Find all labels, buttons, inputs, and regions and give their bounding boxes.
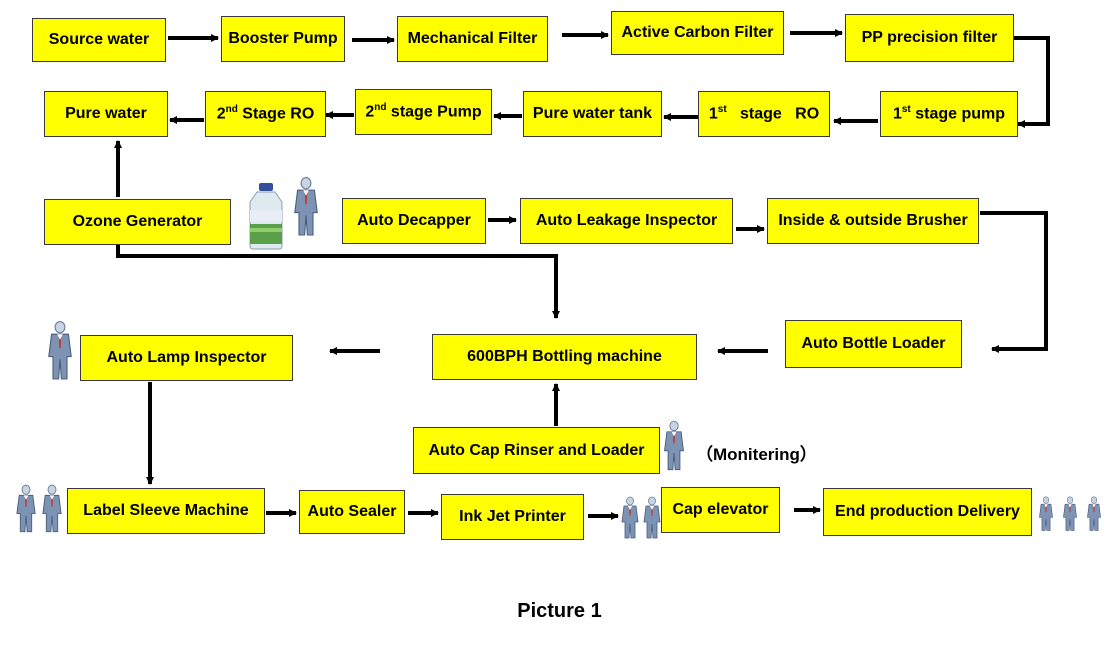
node-label: 600BPH Bottling machine <box>467 348 662 365</box>
node-label: Active Carbon Filter <box>621 24 774 41</box>
arrow-brusher-to-bottle-loader <box>980 211 1048 353</box>
node-label: PP precision filter <box>861 29 998 46</box>
node-first-stage-ro: 1st stage RO <box>698 91 830 137</box>
node-label: Auto Decapper <box>357 212 471 229</box>
node-booster-pump: Booster Pump <box>221 16 345 62</box>
node-auto-decapper: Auto Decapper <box>342 198 486 244</box>
worker-figure-icon <box>1039 496 1053 531</box>
node-auto-lamp-inspector: Auto Lamp Inspector <box>80 335 293 381</box>
worker-figure-icon <box>664 420 684 471</box>
node-label: Auto Cap Rinser and Loader <box>428 441 645 459</box>
node-cap-elevator: Cap elevator <box>661 487 780 533</box>
node-ozone-generator: Ozone Generator <box>44 199 231 245</box>
node-label: Cap elevator <box>672 501 769 518</box>
node-active-carbon-filter: Active Carbon Filter <box>611 11 784 55</box>
worker-figure-icon <box>48 321 72 380</box>
node-mechanical-filter: Mechanical Filter <box>397 16 548 62</box>
node-first-stage-pump: 1st stage pump <box>880 91 1018 137</box>
arrow-ozone-to-bottling <box>116 244 560 319</box>
node-auto-cap-rinser-loader: Auto Cap Rinser and Loader <box>413 427 660 474</box>
node-label: Auto Sealer <box>307 503 397 520</box>
node-label: Auto Lamp Inspector <box>106 349 267 366</box>
worker-figure-icon <box>1063 496 1077 531</box>
node-label-sleeve-machine: Label Sleeve Machine <box>67 488 265 534</box>
node-end-production-delivery: End production Delivery <box>823 488 1032 536</box>
node-label: Label Sleeve Machine <box>83 502 249 519</box>
node-label: 2nd stage Pump <box>365 102 482 121</box>
worker-figure-icon <box>621 496 639 539</box>
node-label: Pure water tank <box>532 105 653 122</box>
water-bottle-icon <box>249 183 283 250</box>
node-label: Source water <box>48 31 150 48</box>
node-second-stage-pump: 2nd stage Pump <box>355 89 492 135</box>
node-label: 1st stage pump <box>892 104 1006 123</box>
node-pure-water-tank: Pure water tank <box>523 91 662 137</box>
node-label: 2nd Stage RO <box>216 104 315 123</box>
node-inside-outside-brusher: Inside & outside Brusher <box>767 198 979 244</box>
worker-figure-icon <box>294 177 318 236</box>
figure-caption: Picture 1 <box>517 600 602 622</box>
monitoring-note: （Monitering） <box>696 445 817 464</box>
node-label: Booster Pump <box>228 30 338 47</box>
node-auto-sealer: Auto Sealer <box>299 490 405 534</box>
node-bottling-machine: 600BPH Bottling machine <box>432 334 697 380</box>
node-label: Auto Bottle Loader <box>801 335 946 352</box>
node-pp-precision-filter: PP precision filter <box>845 14 1014 62</box>
node-label: 1st stage RO <box>708 104 820 123</box>
arrow-pp-to-first-pump <box>1014 36 1050 128</box>
worker-figure-icon <box>16 484 36 533</box>
node-second-stage-ro: 2nd Stage RO <box>205 91 326 137</box>
node-label: End production Delivery <box>835 503 1020 520</box>
node-label: Ozone Generator <box>72 213 203 230</box>
node-label: Pure water <box>65 105 147 122</box>
node-label: Auto Leakage Inspector <box>535 212 718 229</box>
node-label: Mechanical Filter <box>407 30 538 47</box>
node-auto-bottle-loader: Auto Bottle Loader <box>785 320 962 368</box>
node-pure-water: Pure water <box>44 91 168 137</box>
worker-figure-icon <box>42 484 62 533</box>
node-ink-jet-printer: Ink Jet Printer <box>441 494 584 540</box>
node-label: Ink Jet Printer <box>459 508 566 525</box>
worker-figure-icon <box>643 496 661 539</box>
node-label: Inside & outside Brusher <box>778 212 968 229</box>
node-source-water: Source water <box>32 18 166 62</box>
worker-figure-icon <box>1087 496 1101 531</box>
node-auto-leakage-inspector: Auto Leakage Inspector <box>520 198 733 244</box>
